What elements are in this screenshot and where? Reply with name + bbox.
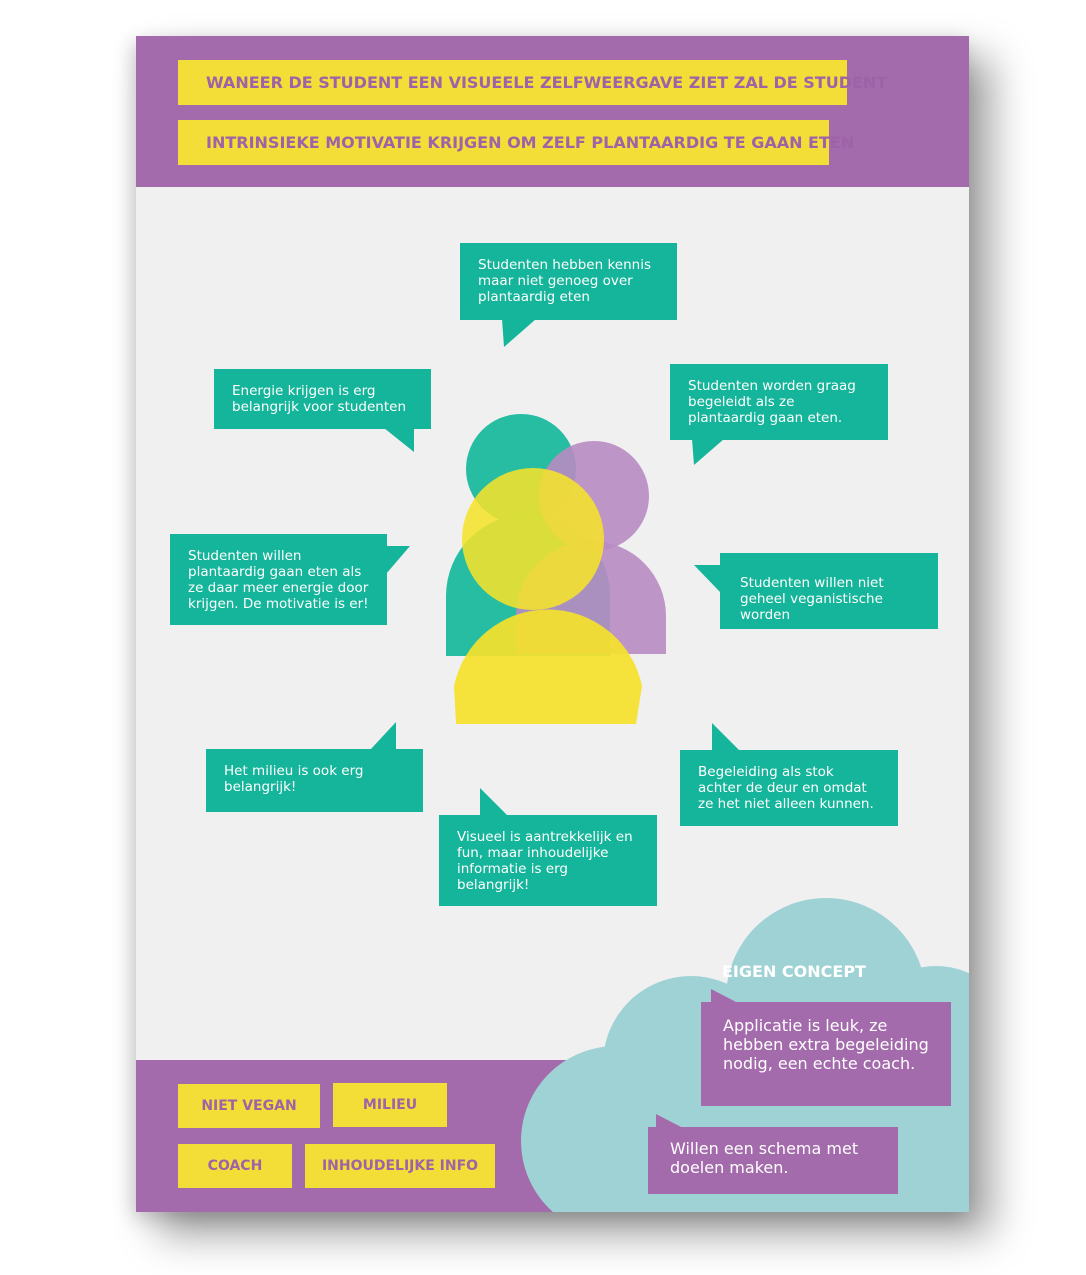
bubble-visual: Visueel is aantrekkelijk en fun, maar in… xyxy=(439,815,657,906)
bubble-tail xyxy=(712,723,740,751)
bubble-energy: Energie krijgen is erg belangrijk voor s… xyxy=(214,369,431,429)
people-illustration xyxy=(446,414,666,724)
headline-line-2: INTRINSIEKE MOTIVATIE KRIJGEN OM ZELF PL… xyxy=(178,120,854,165)
concept-bubble-schema: Willen een schema met doelen maken. xyxy=(648,1127,898,1194)
tag-inhoudelijke-info: INHOUDELIJKE INFO xyxy=(305,1144,495,1188)
concept-title: EIGEN CONCEPT xyxy=(722,962,866,981)
bubble-guided: Studenten worden graag begeleidt als ze … xyxy=(670,364,888,440)
bubble-not-vegan: Studenten willen niet geheel veganistisc… xyxy=(720,553,938,629)
bubble-tail xyxy=(694,565,721,593)
bubble-tail xyxy=(502,319,536,347)
concept-bubble-coach: Applicatie is leuk, ze hebben extra bege… xyxy=(701,1002,951,1106)
yellow-person-figure xyxy=(454,468,642,724)
bubble-tail xyxy=(370,722,396,750)
tag-milieu: MILIEU xyxy=(333,1083,447,1127)
bubble-knowledge: Studenten hebben kennis maar niet genoeg… xyxy=(460,243,677,320)
tag-niet-vegan: NIET VEGAN xyxy=(178,1084,320,1128)
tag-coach: COACH xyxy=(178,1144,292,1188)
bubble-tail xyxy=(386,546,410,574)
poster: WANEER DE STUDENT EEN VISUEELE ZELFWEERG… xyxy=(136,36,969,1212)
bubble-tail xyxy=(480,788,508,816)
bubble-tail xyxy=(692,439,724,465)
bubble-tail xyxy=(656,1114,683,1128)
bubble-motivation: Studenten willen plantaardig gaan eten a… xyxy=(170,534,387,625)
bubble-tail xyxy=(384,428,414,452)
bubble-tail xyxy=(711,989,738,1003)
bubble-environment: Het milieu is ook erg belangrijk! xyxy=(206,749,423,812)
headline-line-1: WANEER DE STUDENT EEN VISUEELE ZELFWEERG… xyxy=(178,60,887,105)
bubble-coaching: Begeleiding als stok achter de deur en o… xyxy=(680,750,898,826)
